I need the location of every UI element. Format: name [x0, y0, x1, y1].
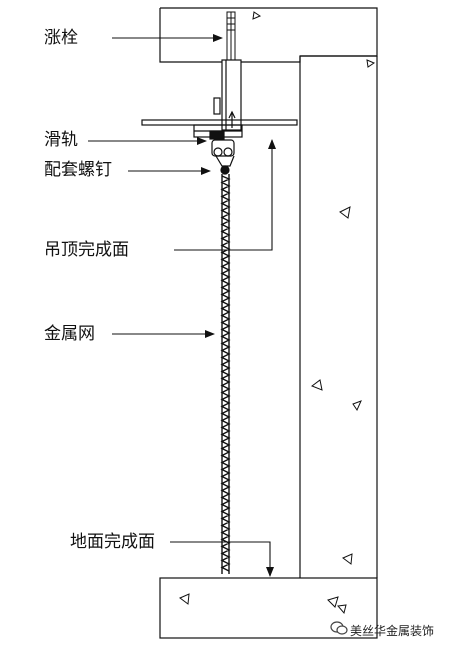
watermark-text: 美丝华金属装饰 [350, 624, 435, 638]
floor-slab [159, 577, 378, 639]
leader-ceiling-finish [174, 139, 276, 251]
metal-mesh [220, 174, 231, 574]
ceiling-board [141, 119, 298, 126]
wechat-icon [330, 621, 348, 635]
label-ceiling-finish: 吊顶完成面 [44, 240, 129, 260]
slide-rail [193, 124, 243, 140]
label-metal-mesh: 金属网 [44, 324, 95, 344]
label-matching-screw: 配套螺钉 [44, 160, 112, 180]
label-anchor-bolt: 涨栓 [44, 28, 78, 48]
concrete-wall [299, 56, 378, 578]
anchor-bolt [226, 11, 236, 61]
rail-trolley [211, 139, 235, 175]
leader-lines [88, 34, 276, 577]
label-slide-rail: 滑轨 [44, 130, 78, 150]
leader-floor-finish [170, 541, 274, 577]
ceiling-slab [159, 7, 378, 68]
label-floor-finish: 地面完成面 [70, 532, 155, 552]
